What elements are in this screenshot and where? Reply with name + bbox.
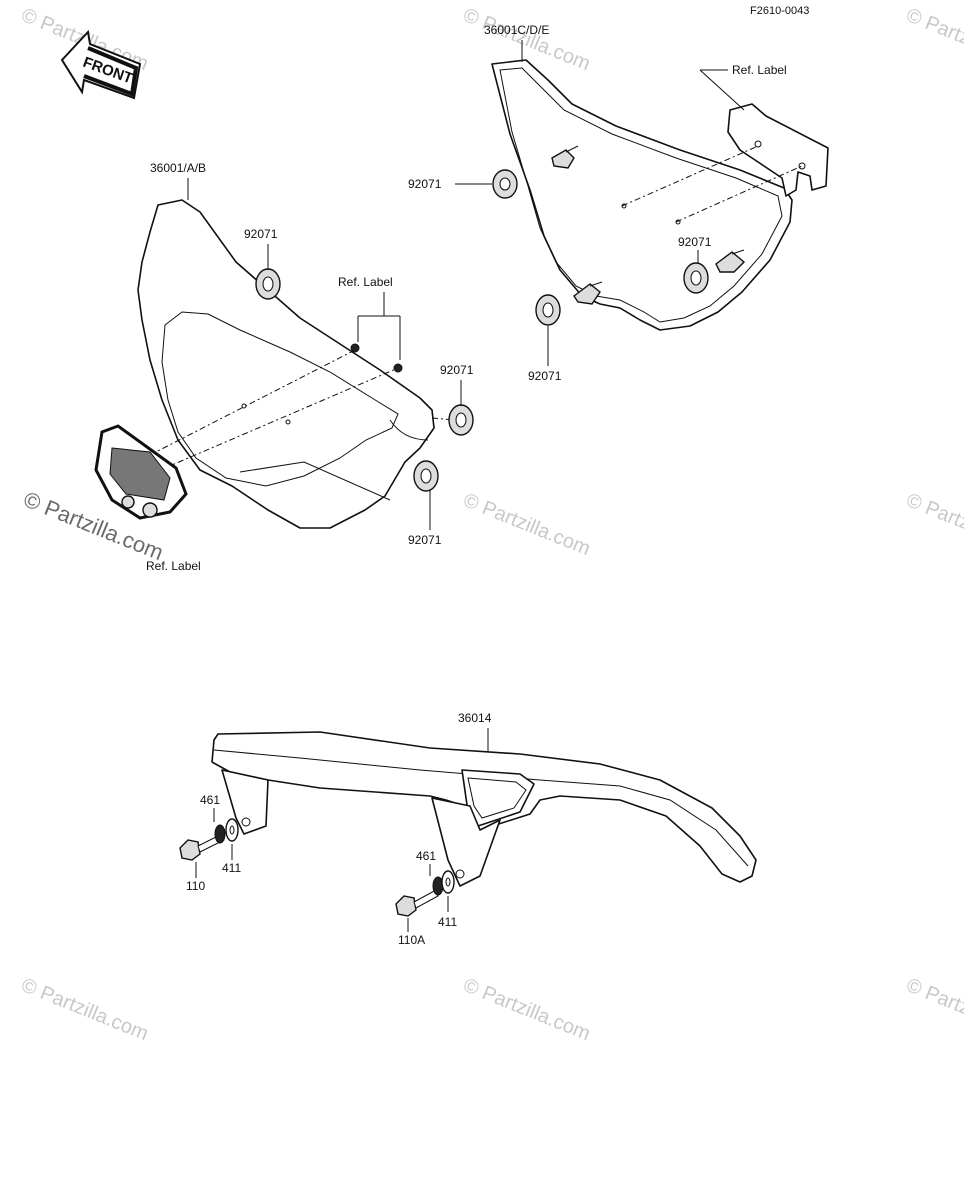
part-number-92071: 92071 <box>244 227 278 241</box>
ref-label-right: Ref. Label <box>732 63 787 77</box>
ref-label-top: Ref. Label <box>338 275 393 289</box>
part-number-36014: 36014 <box>458 711 492 725</box>
grommet-icon <box>535 294 561 326</box>
side-cover-right: 36001C/D/E Ref. Label 92071 92071 92071 <box>408 23 829 383</box>
part-number-92071: 92071 <box>440 363 474 377</box>
mounting-peg-icon <box>551 145 579 169</box>
watermark: © Partzilla.com <box>460 974 593 1045</box>
part-number-92071: 92071 <box>408 177 442 191</box>
part-number-36001-a-b: 36001/A/B <box>150 161 206 175</box>
mounting-peg-icon <box>573 281 603 305</box>
grommet-icon <box>492 169 518 199</box>
watermark: © Partzilla.com <box>903 4 964 75</box>
lock-washer-icon <box>214 824 226 844</box>
grommet-icon <box>448 404 474 436</box>
chain-case: 36014 461 411 110 461 <box>179 711 757 947</box>
watermark: © Partzilla.com <box>903 489 964 560</box>
watermark: © Partzilla.com <box>18 974 151 1045</box>
part-number-461-front: 461 <box>200 793 220 807</box>
mounting-peg-icon <box>715 249 746 273</box>
part-number-92071: 92071 <box>408 533 442 547</box>
watermark: © Partzilla.com <box>903 974 964 1045</box>
part-number-110a: 110A <box>398 933 425 947</box>
part-number-92071: 92071 <box>678 235 712 249</box>
hex-bolt-icon <box>395 889 439 917</box>
grommet-icon <box>683 262 709 294</box>
figure-code: F2610-0043 <box>750 5 809 17</box>
grommet-icon <box>413 460 439 492</box>
part-number-36001c-d-e: 36001C/D/E <box>484 23 549 37</box>
watermark: © Partzilla.com <box>460 489 593 560</box>
flat-washer-icon <box>441 870 455 894</box>
front-arrow-icon: FRONT <box>60 29 142 100</box>
part-number-411-front: 411 <box>222 861 241 875</box>
part-number-92071: 92071 <box>528 369 562 383</box>
part-number-411-rear: 411 <box>438 915 457 929</box>
grommet-icon <box>255 268 281 300</box>
badge-plate-icon <box>94 424 188 520</box>
part-number-110: 110 <box>186 879 205 893</box>
flat-washer-icon <box>225 818 239 842</box>
side-cover-left: 36001/A/B Ref. Label Ref. Label 92071 92… <box>94 161 474 573</box>
part-number-461-rear: 461 <box>416 849 436 863</box>
ref-label-bottom: Ref. Label <box>146 559 201 573</box>
